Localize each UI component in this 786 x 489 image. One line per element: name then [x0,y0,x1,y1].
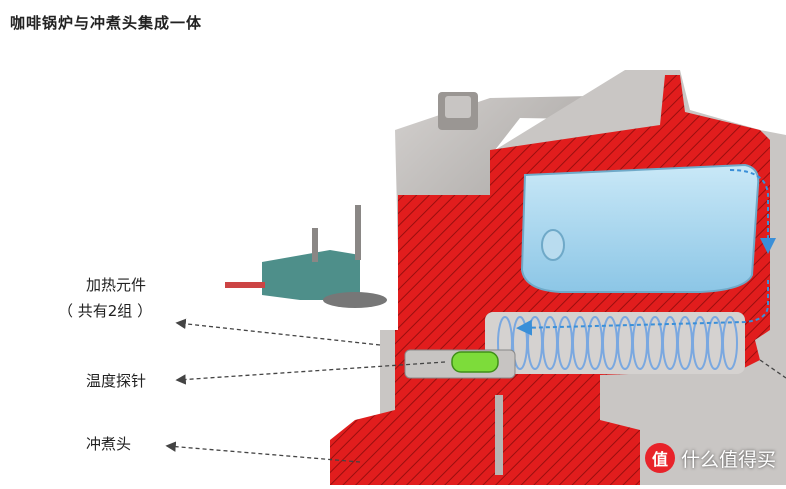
temperature-probe-leader [175,361,446,385]
water-flow-arrow [516,169,776,336]
watermark-logo: 值 [644,443,675,473]
right-leader [759,359,786,379]
leader-lines [165,318,786,463]
label-heating-element: 加热元件 [86,276,147,294]
diagram-title: 咖啡锅炉与冲煮头集成一体 [10,14,203,32]
label-heating-element-note: （ 共有2组 ） [58,302,153,320]
electrical-connector [225,205,387,308]
watermark-text: 什么值得买 [680,448,776,471]
heating-element-leader [175,318,381,346]
label-brew-head: 冲煮头 [86,435,132,453]
water-chamber [520,163,760,293]
heating-coil [485,312,745,374]
label-temperature-probe: 温度探针 [86,372,147,390]
temperature-probe [404,349,516,475]
watermark: 值 什么值得买 [644,443,776,473]
